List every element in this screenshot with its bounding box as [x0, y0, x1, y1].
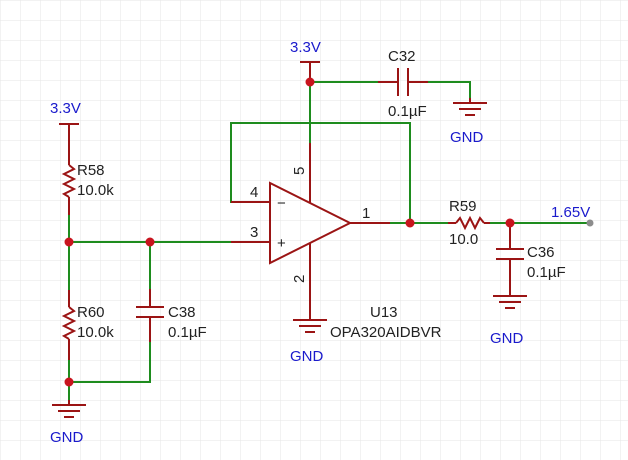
c38-ref: C38 [168, 304, 196, 321]
opamp-u13[interactable] [231, 143, 390, 320]
junction-vcc-top [305, 77, 315, 87]
r58-ref: R58 [77, 162, 105, 179]
gnd-label-c36: GND [490, 330, 524, 347]
wire-c32-right [428, 81, 471, 98]
pin-1-number: 1 [362, 205, 370, 222]
ground-symbol-opamp[interactable] [293, 319, 327, 333]
c36-ref: C36 [527, 244, 555, 261]
u13-part: OPA320AIDBVR [330, 324, 442, 341]
wire-c38-bottom [69, 342, 151, 383]
gnd-label-left: GND [50, 429, 84, 446]
gnd-label-c32: GND [450, 129, 484, 146]
resistor-r58[interactable] [61, 164, 77, 198]
ground-symbol-c36[interactable] [493, 295, 527, 309]
output-net-label: 1.65V [551, 204, 590, 221]
resistor-r60[interactable] [61, 306, 77, 340]
pin-5-number: 5 [291, 167, 308, 175]
c36-value: 0.1µF [527, 264, 566, 281]
r59-value: 10.0 [449, 231, 478, 248]
c32-value: 0.1µF [388, 103, 427, 120]
u13-ref: U13 [370, 304, 398, 321]
junction-gnd-left [64, 377, 74, 387]
c32-ref: C32 [388, 48, 416, 65]
junction-divider [64, 237, 74, 247]
r60-ref: R60 [77, 304, 105, 321]
r59-ref: R59 [449, 198, 477, 215]
vcc-label-top: 3.3V [290, 39, 321, 56]
capacitor-c32[interactable] [378, 68, 428, 96]
r58-value: 10.0k [77, 182, 114, 199]
r60-value: 10.0k [77, 324, 114, 341]
pin-3-number: 3 [250, 224, 258, 241]
c38-value: 0.1µF [168, 324, 207, 341]
junction-c38-top [145, 237, 155, 247]
junction-c36 [505, 218, 515, 228]
capacitor-c38[interactable] [136, 289, 164, 342]
ground-symbol-left[interactable] [52, 400, 86, 418]
junction-feedback [405, 218, 415, 228]
resistor-r59[interactable] [448, 215, 490, 231]
output-port[interactable] [586, 219, 594, 227]
vcc-label-left: 3.3V [50, 100, 81, 117]
pin-2-number: 2 [291, 275, 308, 283]
vcc-symbol-left[interactable] [59, 123, 79, 142]
gnd-label-opamp: GND [290, 348, 324, 365]
pin-4-number: 4 [250, 184, 258, 201]
capacitor-c36[interactable] [496, 223, 524, 296]
opamp-plus-sign: + [277, 235, 286, 252]
opamp-minus-sign: − [277, 195, 286, 212]
ground-symbol-c32[interactable] [453, 98, 487, 116]
